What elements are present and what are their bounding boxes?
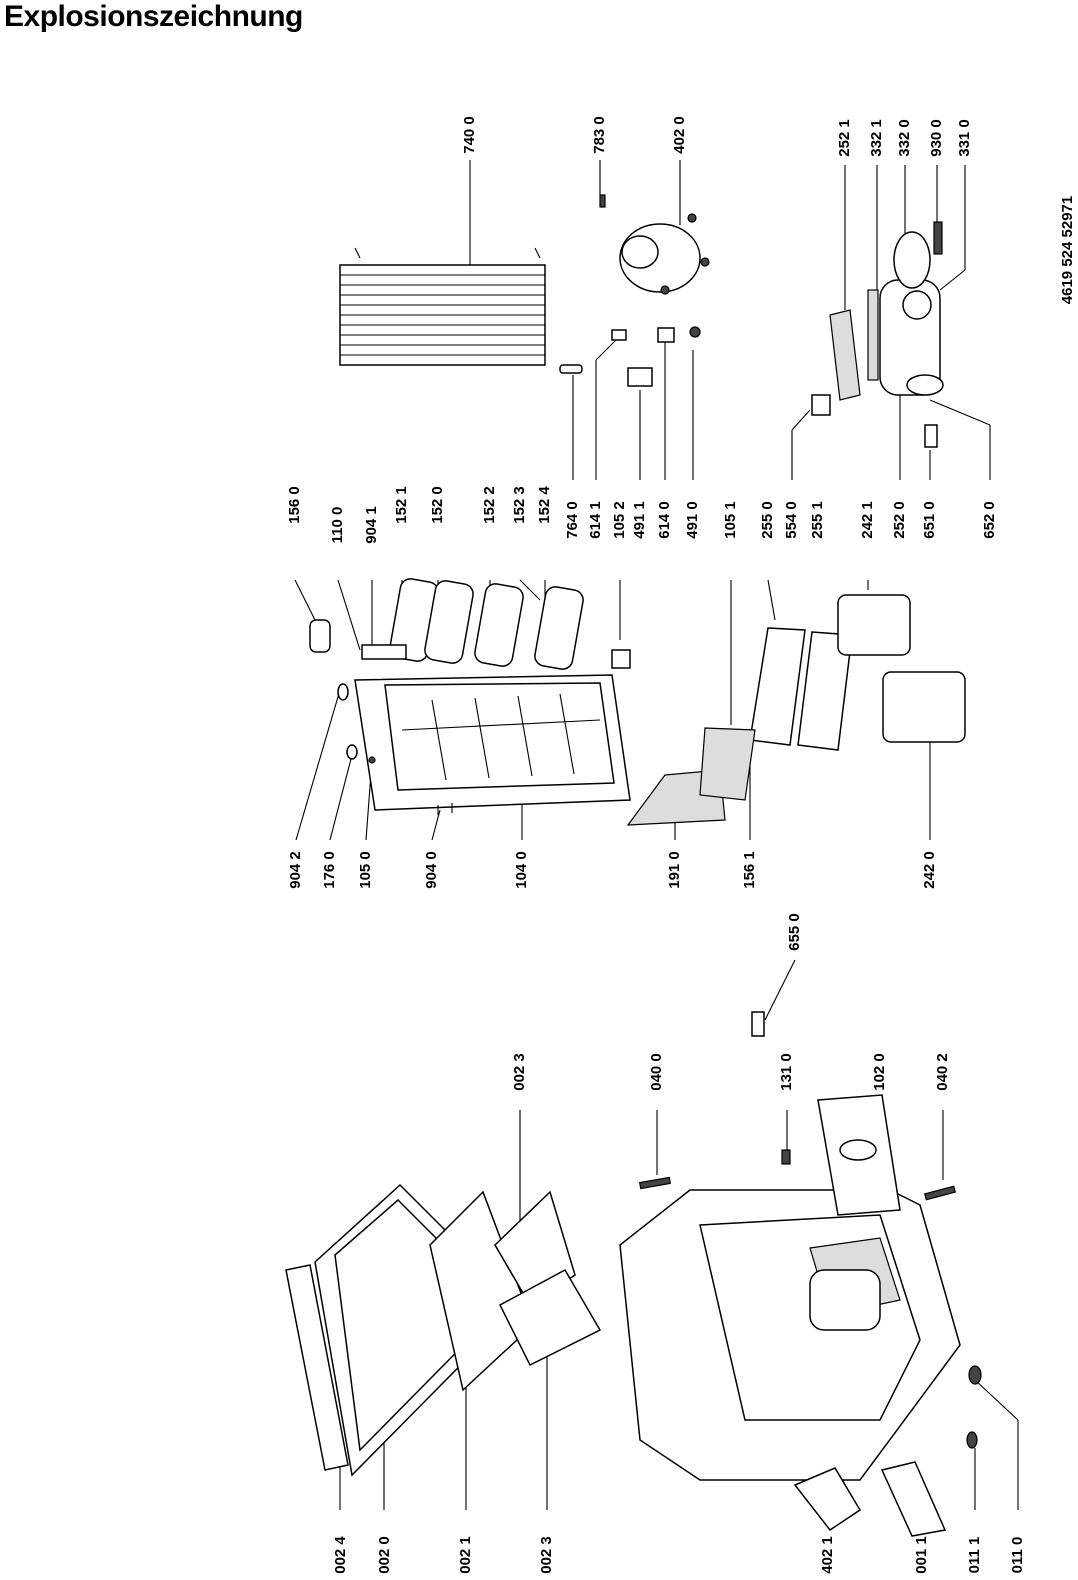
part-label-1020: 102 0	[871, 1053, 888, 1091]
part-label-1521: 152 1	[393, 486, 410, 524]
part-labels: 002 4 002 0 002 1 002 3 402 1 001 1 011 1 011 0…	[286, 116, 1026, 1574]
compressor-part	[599, 194, 710, 295]
part-label-1310: 131 0	[778, 1053, 795, 1091]
part-label-0020: 002 0	[376, 1536, 393, 1574]
part-label-0023a: 002 3	[511, 1053, 528, 1091]
part-label-0024: 002 4	[332, 1536, 349, 1574]
part-label-9041: 904 1	[363, 506, 380, 544]
door-part	[354, 674, 631, 811]
part-label-1760: 176 0	[321, 851, 338, 889]
part-label-1523: 152 3	[511, 486, 528, 524]
part-label-1560: 156 0	[286, 486, 303, 524]
part-label-1522: 152 2	[481, 486, 498, 524]
part-label-9040: 904 0	[423, 851, 440, 889]
part-label-6141: 614 1	[587, 501, 604, 539]
part-label-1524: 152 4	[536, 486, 553, 524]
part-label-0021: 002 1	[457, 1536, 474, 1574]
part-label-4020: 402 0	[671, 116, 688, 154]
doc-number: 4619 524 52971	[1059, 196, 1076, 304]
part-label-1052: 105 2	[611, 501, 628, 539]
part-label-0023b: 002 3	[538, 1536, 555, 1574]
part-label-2420: 242 0	[921, 851, 938, 889]
part-label-0011: 001 1	[913, 1536, 930, 1574]
part-label-6550: 655 0	[786, 913, 803, 951]
part-label-1050: 105 0	[357, 851, 374, 889]
part-label-1561: 156 1	[741, 851, 758, 889]
part-label-4911: 491 1	[631, 501, 648, 539]
part-label-7830: 783 0	[591, 116, 608, 154]
part-label-2520: 252 0	[891, 501, 908, 539]
part-label-5540: 554 0	[783, 501, 800, 539]
part-label-2421: 242 1	[859, 501, 876, 539]
part-label-1910: 191 0	[666, 851, 683, 889]
part-label-1051: 105 1	[722, 501, 739, 539]
part-label-6140: 614 0	[656, 501, 673, 539]
part-label-0111: 011 1	[966, 1537, 983, 1574]
part-label-1100: 110 0	[329, 507, 346, 544]
part-label-4021: 402 1	[819, 1536, 836, 1574]
condenser-part	[339, 247, 546, 366]
part-label-1040: 104 0	[513, 851, 530, 889]
part-label-0110: 011 0	[1009, 1537, 1026, 1574]
part-label-9042: 904 2	[287, 851, 304, 889]
page-title: Explosionszeichnung	[4, 0, 303, 33]
part-label-2551: 255 1	[809, 501, 826, 539]
part-label-3320: 332 0	[896, 119, 913, 157]
part-label-6510: 651 0	[921, 501, 938, 539]
part-label-7640: 764 0	[564, 501, 581, 539]
part-label-2550: 255 0	[759, 501, 776, 539]
part-label-7400: 740 0	[461, 116, 478, 154]
part-label-0400: 040 0	[648, 1053, 665, 1091]
fan-housing-part	[811, 221, 944, 448]
part-label-0402: 040 2	[934, 1053, 951, 1091]
part-label-6520: 652 0	[981, 501, 998, 539]
part-label-3321: 332 1	[868, 119, 885, 157]
part-label-9300: 930 0	[928, 119, 945, 157]
part-label-4910: 491 0	[684, 501, 701, 539]
part-label-2521: 252 1	[836, 119, 853, 157]
parts	[285, 194, 982, 1537]
part-label-3310: 331 0	[956, 119, 973, 157]
cabinet-part	[619, 1094, 961, 1481]
part-label-1520: 152 0	[429, 486, 446, 524]
